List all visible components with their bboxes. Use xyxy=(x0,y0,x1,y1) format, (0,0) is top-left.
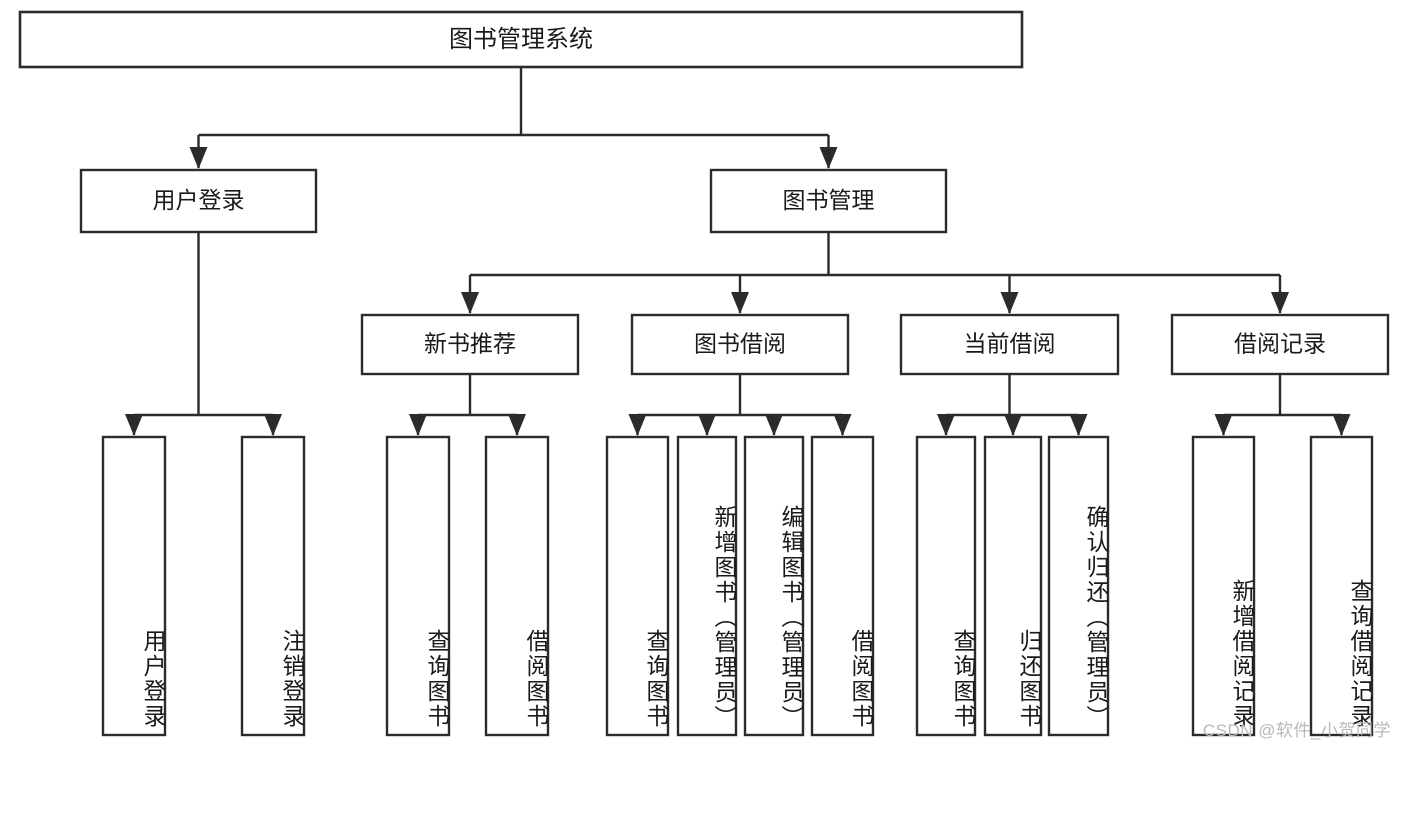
connector-lines xyxy=(125,67,1351,436)
svg-text:借阅记录: 借阅记录 xyxy=(1234,331,1326,357)
flowchart-diagram: 图书管理系统用户登录图书管理新书推荐图书借阅当前借阅借阅记录 用户登录注销登录查… xyxy=(18,10,1391,740)
svg-text:图书管理: 图书管理 xyxy=(783,187,875,213)
svg-text:新书推荐: 新书推荐 xyxy=(424,331,516,357)
svg-text:图书借阅: 图书借阅 xyxy=(694,331,786,357)
svg-text:用户登录: 用户登录 xyxy=(153,187,245,213)
node-boxes xyxy=(18,10,1390,737)
svg-text:图书管理系统: 图书管理系统 xyxy=(449,26,593,53)
watermark: CSDN @软件_小贺同学 xyxy=(1202,721,1391,740)
svg-text:当前借阅: 当前借阅 xyxy=(964,331,1056,357)
